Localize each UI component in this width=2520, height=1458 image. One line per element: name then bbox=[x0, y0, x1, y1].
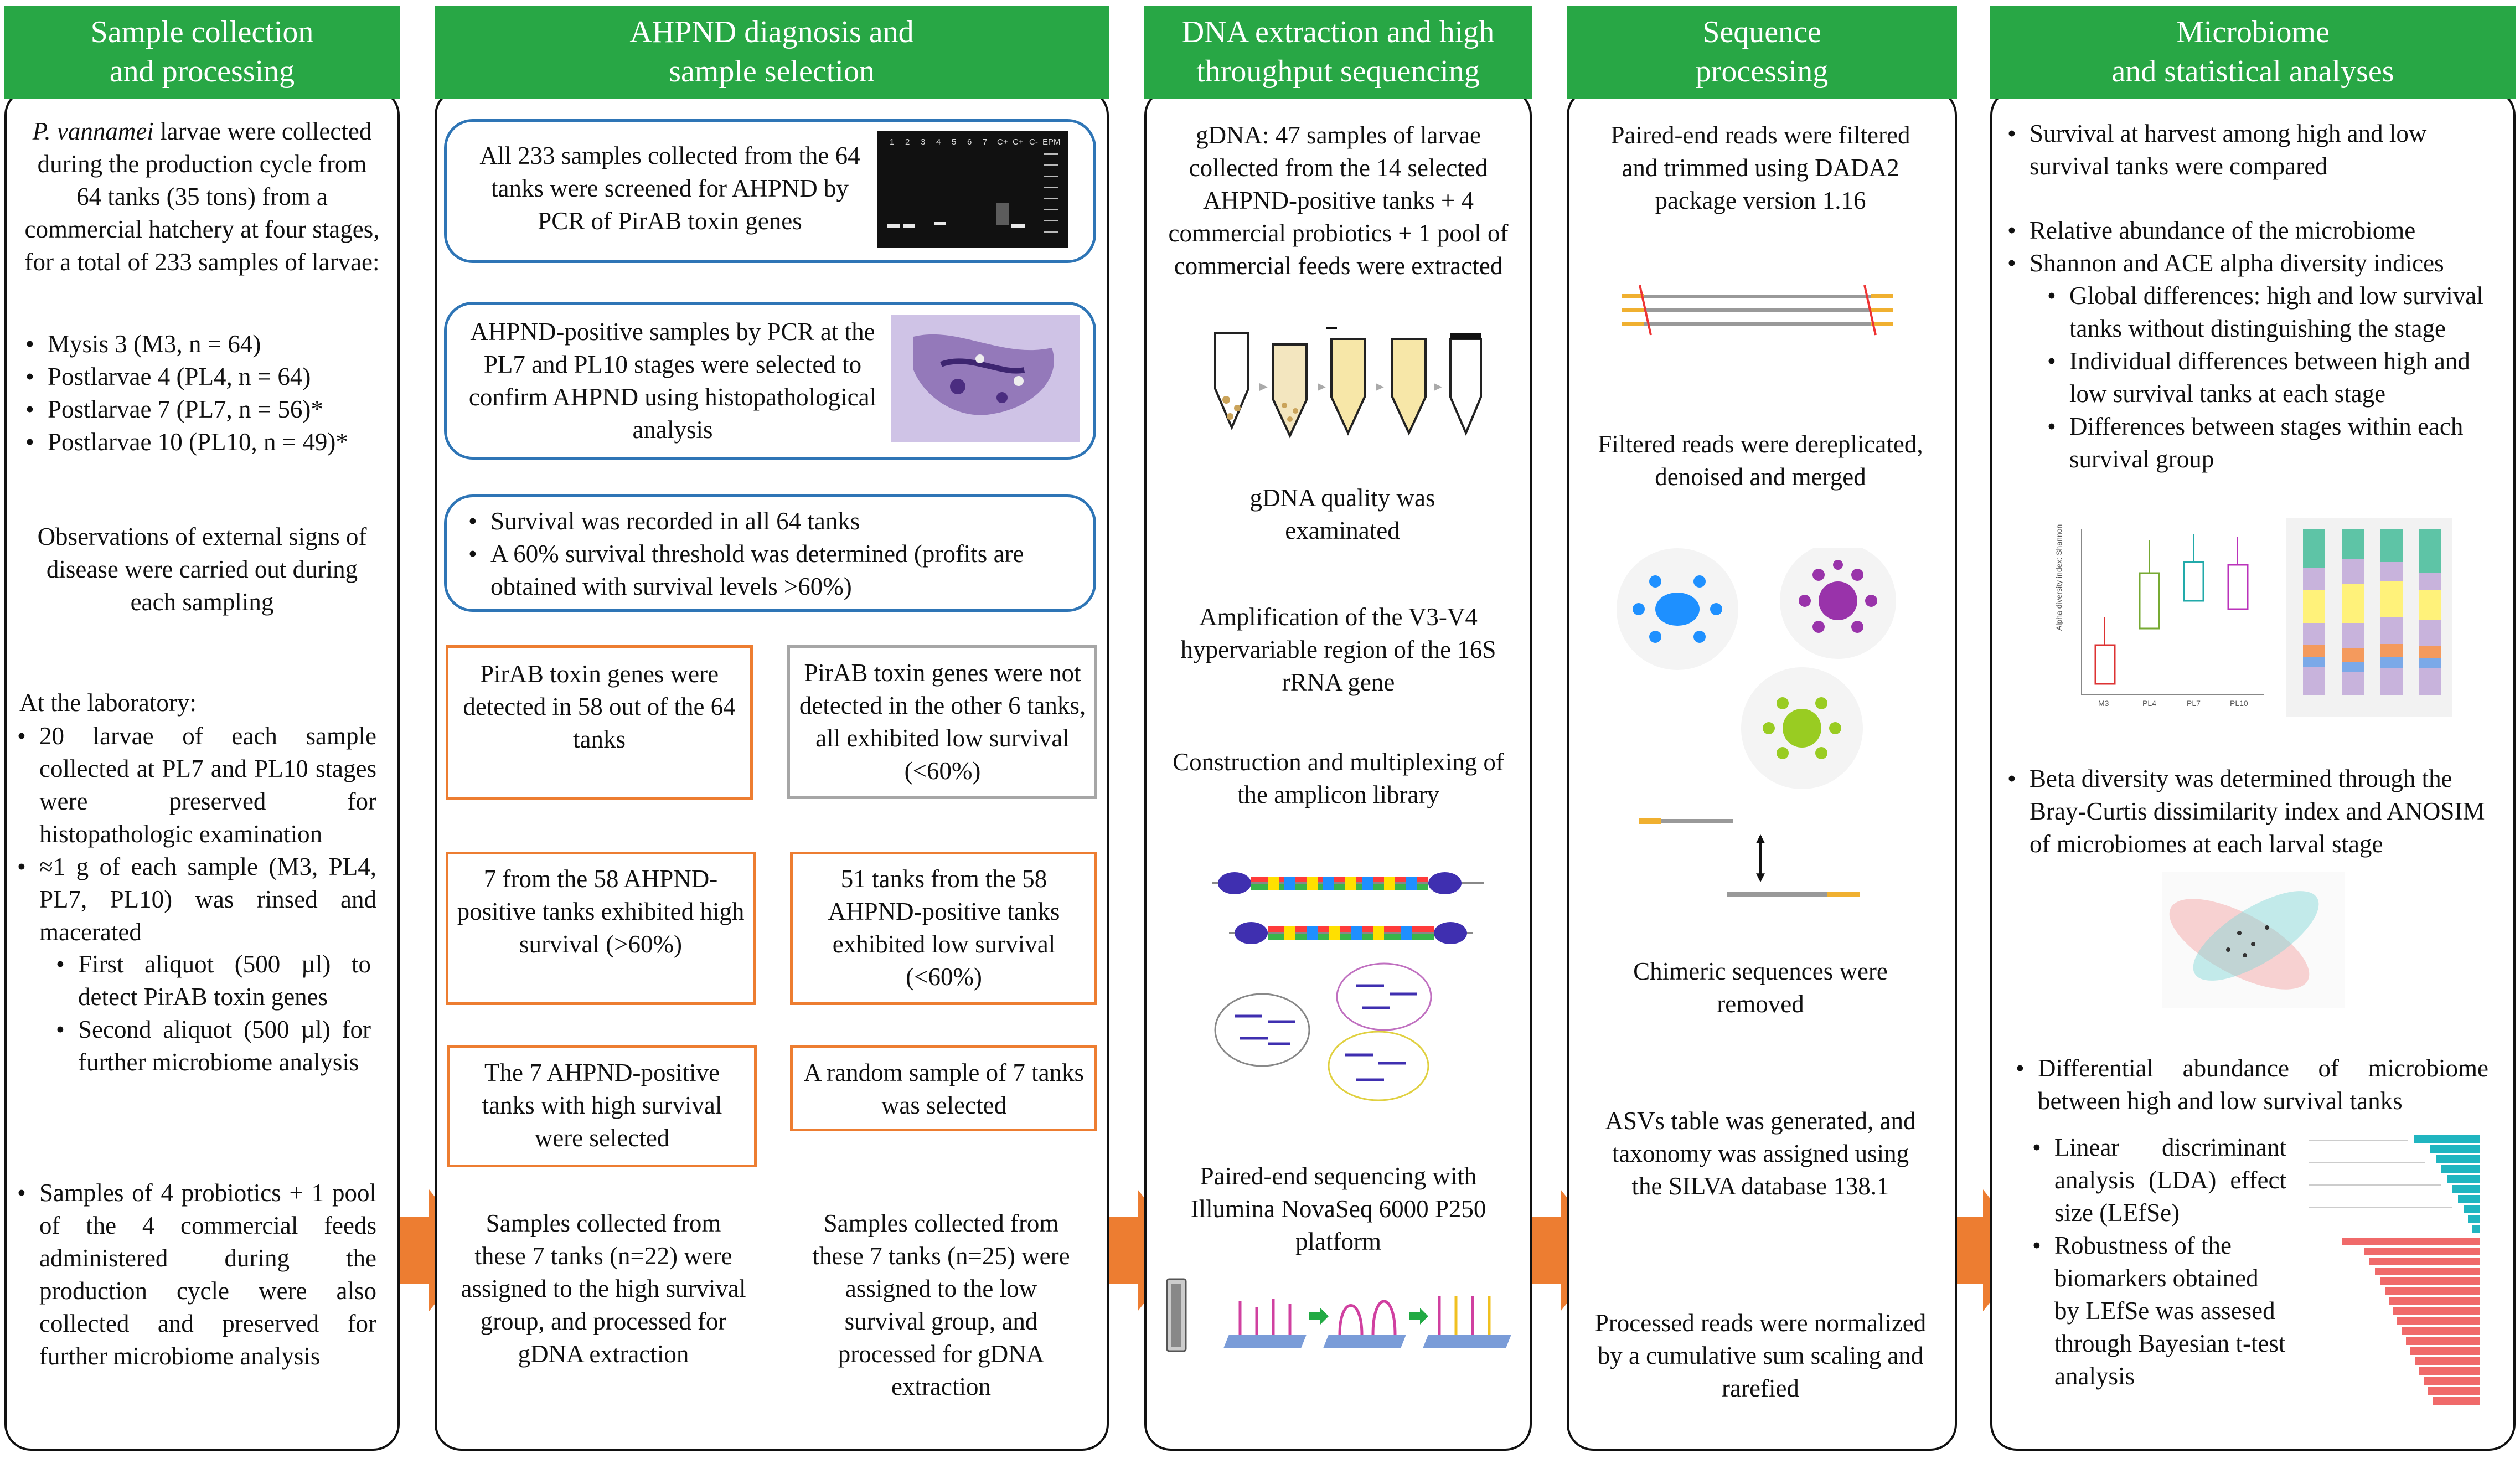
diff-sub-list: Linear discriminant analysis (LDA) effec… bbox=[2029, 1131, 2286, 1393]
gel-lane-label: 3 bbox=[921, 137, 925, 147]
survival-item: A 60% survival threshold was determined … bbox=[465, 538, 1080, 603]
amplicon-library-image bbox=[1212, 872, 1484, 1101]
alpha-diversity-thumbnails: Alpha diversity index: Shannon M3 PL4 PL… bbox=[2054, 518, 2452, 717]
beta-diversity-thumbnail bbox=[2162, 872, 2345, 1008]
column-dna-extraction bbox=[1144, 89, 1532, 1451]
gel-lane-label: C+ bbox=[997, 137, 1008, 147]
dereplicated-text: Filtered reads were dereplicated, denois… bbox=[1598, 430, 1923, 491]
detected-box bbox=[446, 645, 753, 800]
not-detected-box bbox=[787, 645, 1097, 799]
header-dna-extraction: DNA extraction and high throughput seque… bbox=[1144, 6, 1532, 99]
alpha-sub-item: Differences between stages within each s… bbox=[2044, 410, 2505, 476]
alpha-list: Relative abundance of the microbiome Sha… bbox=[2004, 214, 2505, 476]
relative-abundance-item: Relative abundance of the microbiome bbox=[2004, 214, 2505, 247]
probiotics-item: Samples of 4 probiotics + 1 pool of the … bbox=[14, 1177, 376, 1373]
lab-heading: At the laboratory: bbox=[19, 689, 197, 717]
boxplot-category: M3 bbox=[2098, 699, 2109, 708]
not-detected-text: PirAB toxin genes were not detected in t… bbox=[799, 659, 1086, 785]
gel-lane-label: 4 bbox=[936, 137, 941, 147]
denoise-clusters-image bbox=[1617, 548, 1896, 789]
survival-compare-list: Survival at harvest among high and low s… bbox=[2004, 117, 2505, 183]
observations-text: Observations of external signs of diseas… bbox=[37, 523, 367, 616]
diff-sub-item: Robustness of the biomarkers obtained by… bbox=[2029, 1229, 2286, 1393]
diff-sub-item: Linear discriminant analysis (LDA) effec… bbox=[2029, 1131, 2286, 1229]
detected-text: PirAB toxin genes were detected in 58 ou… bbox=[463, 660, 736, 753]
collection-intro: P. vannamei larvae were collected during… bbox=[22, 115, 382, 279]
gdna-quality-text: gDNA quality was examinated bbox=[1249, 484, 1435, 544]
gel-lane-label: 2 bbox=[905, 137, 910, 147]
amplification-text: Amplification of the V3-V4 hypervariable… bbox=[1180, 603, 1496, 696]
gel-lane-label: 7 bbox=[983, 137, 987, 147]
stage-item: Postlarvae 4 (PL4, n = 64) bbox=[22, 360, 388, 393]
aliquot-list: First aliquot (500 µl) to detect PirAB t… bbox=[53, 948, 371, 1079]
pcr-gel-image: 1 2 3 4 5 6 7 C+ C+ C- EPM bbox=[877, 131, 1068, 248]
boxplot-category: PL7 bbox=[2187, 699, 2201, 708]
survival-compare-item: Survival at harvest among high and low s… bbox=[2004, 117, 2505, 183]
lab-item: 20 larvae of each sample collected at PL… bbox=[14, 720, 376, 851]
gel-lane-label: 5 bbox=[952, 137, 956, 147]
alpha-sub-item: Global differences: high and low surviva… bbox=[2044, 280, 2505, 345]
histology-image bbox=[891, 315, 1080, 442]
gel-lane-label: 1 bbox=[890, 137, 894, 147]
differential-item: Differential abundance of microbiome bet… bbox=[2012, 1052, 2488, 1117]
selected-high-box bbox=[447, 1045, 757, 1167]
stage-item: Postlarvae 10 (PL10, n = 49)* bbox=[22, 426, 388, 458]
random-low-box bbox=[790, 1045, 1097, 1131]
high-group-text: Samples collected from these 7 tanks (n=… bbox=[461, 1209, 746, 1368]
header-sample-collection: Sample collection and processing bbox=[4, 6, 400, 99]
gdna-text: gDNA: 47 samples of larvae collected fro… bbox=[1168, 121, 1509, 280]
low-survival-box bbox=[790, 852, 1097, 1005]
aliquot-item: First aliquot (500 µl) to detect PirAB t… bbox=[53, 948, 371, 1013]
lab-item: ≈1 g of each sample (M3, PL4, PL7, PL10)… bbox=[14, 851, 376, 949]
high-survival-text: 7 from the 58 AHPND-positive tanks exhib… bbox=[457, 865, 745, 958]
lab-list: 20 larvae of each sample collected at PL… bbox=[14, 720, 376, 949]
low-group-text: Samples collected from these 7 tanks (n=… bbox=[812, 1209, 1070, 1400]
extraction-tubes-image bbox=[1214, 327, 1482, 439]
species-name: P. vannamei bbox=[32, 117, 154, 145]
histopathology-text: AHPND-positive samples by PCR at the PL7… bbox=[468, 318, 877, 444]
boxplot-ylabel: Alpha diversity index: Shannon bbox=[2054, 524, 2063, 631]
stage-item: Postlarvae 7 (PL7, n = 56)* bbox=[22, 393, 388, 426]
filtered-reads-text: Paired-end reads were filtered and trimm… bbox=[1610, 121, 1910, 214]
chimeric-text: Chimeric sequences were removed bbox=[1633, 957, 1888, 1018]
boxplot-category: PL10 bbox=[2230, 699, 2248, 708]
screening-text: All 233 samples collected from the 64 ta… bbox=[479, 142, 860, 235]
gel-lane-label: C+ bbox=[1013, 137, 1024, 147]
alpha-sub-item: Individual differences between high and … bbox=[2044, 345, 2505, 410]
probiotics-list: Samples of 4 probiotics + 1 pool of the … bbox=[14, 1177, 376, 1373]
beta-list: Beta diversity was determined through th… bbox=[2004, 763, 2505, 861]
sequencing-image bbox=[1166, 1278, 1511, 1352]
boxplot-category: PL4 bbox=[2142, 699, 2156, 708]
selected-high-text: The 7 AHPND-positive tanks with high sur… bbox=[482, 1059, 722, 1152]
survival-list: Survival was recorded in all 64 tanks A … bbox=[465, 505, 1080, 603]
header-ahpnd-diagnosis: AHPND diagnosis and sample selection bbox=[435, 6, 1109, 99]
normalized-text: Processed reads were normalized by a cum… bbox=[1594, 1309, 1927, 1402]
stage-list: Mysis 3 (M3, n = 64) Postlarvae 4 (PL4, … bbox=[22, 328, 388, 458]
chimera-image bbox=[1639, 818, 1860, 897]
low-survival-text: 51 tanks from the 58 AHPND-positive tank… bbox=[828, 865, 1060, 991]
random-low-text: A random sample of 7 tanks was selected bbox=[803, 1059, 1085, 1119]
sequencing-text: Paired-end sequencing with Illumina Nova… bbox=[1190, 1162, 1486, 1255]
aliquot-item: Second aliquot (500 µl) for further micr… bbox=[53, 1013, 371, 1079]
header-sequence-processing: Sequence processing bbox=[1567, 6, 1957, 99]
header-microbiome-analyses: Microbiome and statistical analyses bbox=[1990, 6, 2516, 99]
high-survival-box bbox=[446, 852, 756, 1005]
asv-text: ASVs table was generated, and taxonomy w… bbox=[1605, 1107, 1916, 1200]
stage-item: Mysis 3 (M3, n = 64) bbox=[22, 328, 388, 360]
gel-lane-label: 6 bbox=[967, 137, 972, 147]
library-text: Construction and multiplexing of the amp… bbox=[1173, 748, 1504, 808]
reads-trimming-image bbox=[1622, 285, 1893, 336]
alpha-diversity-item: Shannon and ACE alpha diversity indices bbox=[2004, 247, 2505, 280]
collection-intro-text: larvae were collected during the product… bbox=[24, 117, 380, 276]
lefse-thumbnail bbox=[2309, 1135, 2480, 1405]
survival-item: Survival was recorded in all 64 tanks bbox=[465, 505, 1080, 538]
differential-list: Differential abundance of microbiome bet… bbox=[2012, 1052, 2488, 1117]
beta-diversity-item: Beta diversity was determined through th… bbox=[2004, 763, 2505, 861]
gel-lane-label: EPM bbox=[1042, 137, 1061, 147]
gel-lane-label: C- bbox=[1029, 137, 1038, 147]
